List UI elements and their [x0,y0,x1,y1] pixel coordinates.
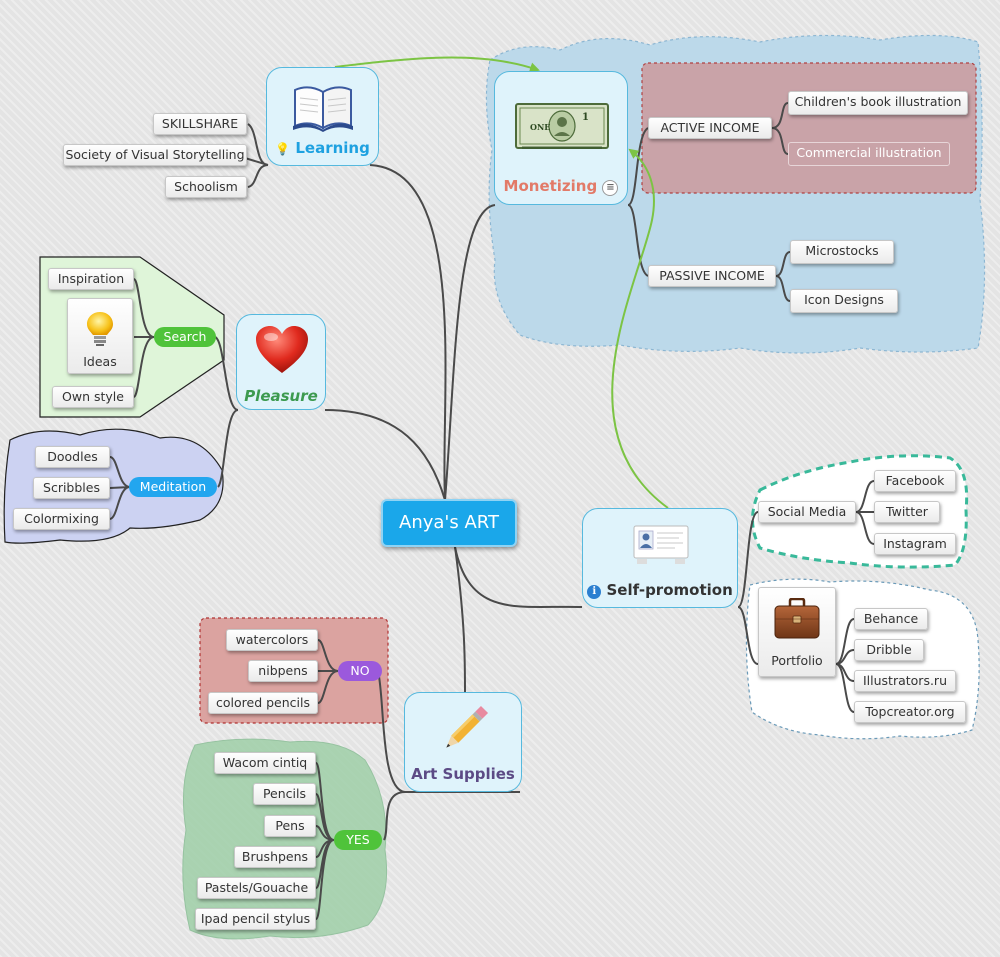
pencil-icon [446,705,489,748]
portfolio-item-behance[interactable]: Behance [854,608,928,630]
topic-self-promotion[interactable]: i Self-promotion [582,508,738,608]
topic-self-promotion-label: Self-promotion [606,581,733,599]
branch-no-sub [317,639,339,704]
no-item-nibpens[interactable]: nibpens [248,660,318,682]
search-item-inspiration[interactable]: Inspiration [48,268,134,290]
yes-item-pens[interactable]: Pens [264,815,316,837]
branch-meditation-sub [109,456,131,520]
topic-monetizing[interactable]: ONE 1 Monetizing ≡ [494,71,628,205]
learning-item-skillshare[interactable]: SKILLSHARE [153,113,247,135]
no-item-colored-pencils[interactable]: colored pencils [208,692,318,714]
passive-item-icon-designs[interactable]: Icon Designs [790,289,898,313]
svg-text:ONE: ONE [530,122,550,132]
search-item-ideas[interactable]: Ideas [67,298,133,374]
meditation-node[interactable]: Meditation [129,477,217,497]
relation-self-promotion-to-monetizing [611,148,669,509]
id-card-icon [633,525,689,564]
branch-self-promotion-sub [737,511,759,665]
portfolio-label: Portfolio [771,653,823,668]
meditation-item-colormixing[interactable]: Colormixing [13,508,110,530]
svg-text:1: 1 [582,112,589,123]
portfolio-item-topcreator[interactable]: Topcreator.org [854,701,966,723]
branch-active-sub [771,102,789,155]
branch-self-promotion [454,546,583,609]
portfolio-item-dribble[interactable]: Dribble [854,639,924,661]
branch-pleasure [324,409,446,501]
branch-pleasure-sub [214,336,239,488]
no-item-watercolors[interactable]: watercolors [226,629,318,651]
branch-yes-sub [315,762,335,920]
briefcase-icon [774,598,820,639]
yes-item-pencils[interactable]: Pencils [253,783,316,805]
meditation-item-scribbles[interactable]: Scribbles [33,477,110,499]
branch-portfolio-sub [835,618,855,713]
social-item-instagram[interactable]: Instagram [874,533,956,555]
lightbulb-icon: 💡 [275,142,291,156]
topic-art-supplies-label: Art Supplies [411,765,515,783]
branch-art-supplies [454,546,466,694]
search-node[interactable]: Search [154,327,216,347]
lightbulb-icon [87,312,113,346]
branch-social-sub [855,480,875,545]
branch-art-supplies-sub [377,670,520,841]
search-item-own-style[interactable]: Own style [52,386,134,408]
social-item-twitter[interactable]: Twitter [874,501,940,523]
yes-item-ipad-stylus[interactable]: Ipad pencil stylus [195,908,316,930]
yes-item-brushpens[interactable]: Brushpens [234,846,316,868]
book-icon [293,86,353,132]
learning-item-society[interactable]: Society of Visual Storytelling [63,144,247,166]
active-item-childrens-book[interactable]: Children's book illustration [788,91,968,115]
portfolio-node[interactable]: Portfolio [758,587,836,677]
yes-item-wacom[interactable]: Wacom cintiq [214,752,316,774]
social-media-node[interactable]: Social Media [758,501,856,523]
social-item-facebook[interactable]: Facebook [874,470,956,492]
relation-learning-to-monetizing [334,56,540,73]
active-income-node[interactable]: ACTIVE INCOME [648,117,772,139]
branch-monetizing-sub [627,127,649,277]
portfolio-item-illustrators[interactable]: Illustrators.ru [854,670,956,692]
topic-art-supplies[interactable]: Art Supplies [404,692,522,792]
yes-item-pastels[interactable]: Pastels/Gouache [197,877,316,899]
notes-icon[interactable]: ≡ [602,180,619,196]
topic-learning-label: Learning [295,139,370,157]
info-icon: i [587,585,602,599]
meditation-item-doodles[interactable]: Doodles [35,446,110,468]
topic-pleasure-label: Pleasure [244,387,318,405]
passive-income-node[interactable]: PASSIVE INCOME [648,265,776,287]
search-item-ideas-label: Ideas [83,354,117,369]
branch-learning [369,164,447,501]
passive-item-microstocks[interactable]: Microstocks [790,240,894,264]
topic-learning[interactable]: 💡 Learning [266,67,379,166]
branch-monetizing [444,204,496,501]
active-item-commercial[interactable]: Commercial illustration [788,142,950,166]
heart-icon [256,326,308,373]
topic-pleasure[interactable]: Pleasure [236,314,326,410]
central-topic[interactable]: Anya's ART [381,499,517,547]
dollar-bill-icon: ONE 1 [515,103,609,149]
learning-item-schoolism[interactable]: Schoolism [165,176,247,198]
branch-passive-sub [775,251,791,302]
yes-node[interactable]: YES [334,830,382,850]
no-node[interactable]: NO [338,661,382,681]
topic-monetizing-label: Monetizing [503,177,598,195]
branch-search-sub [133,278,155,398]
